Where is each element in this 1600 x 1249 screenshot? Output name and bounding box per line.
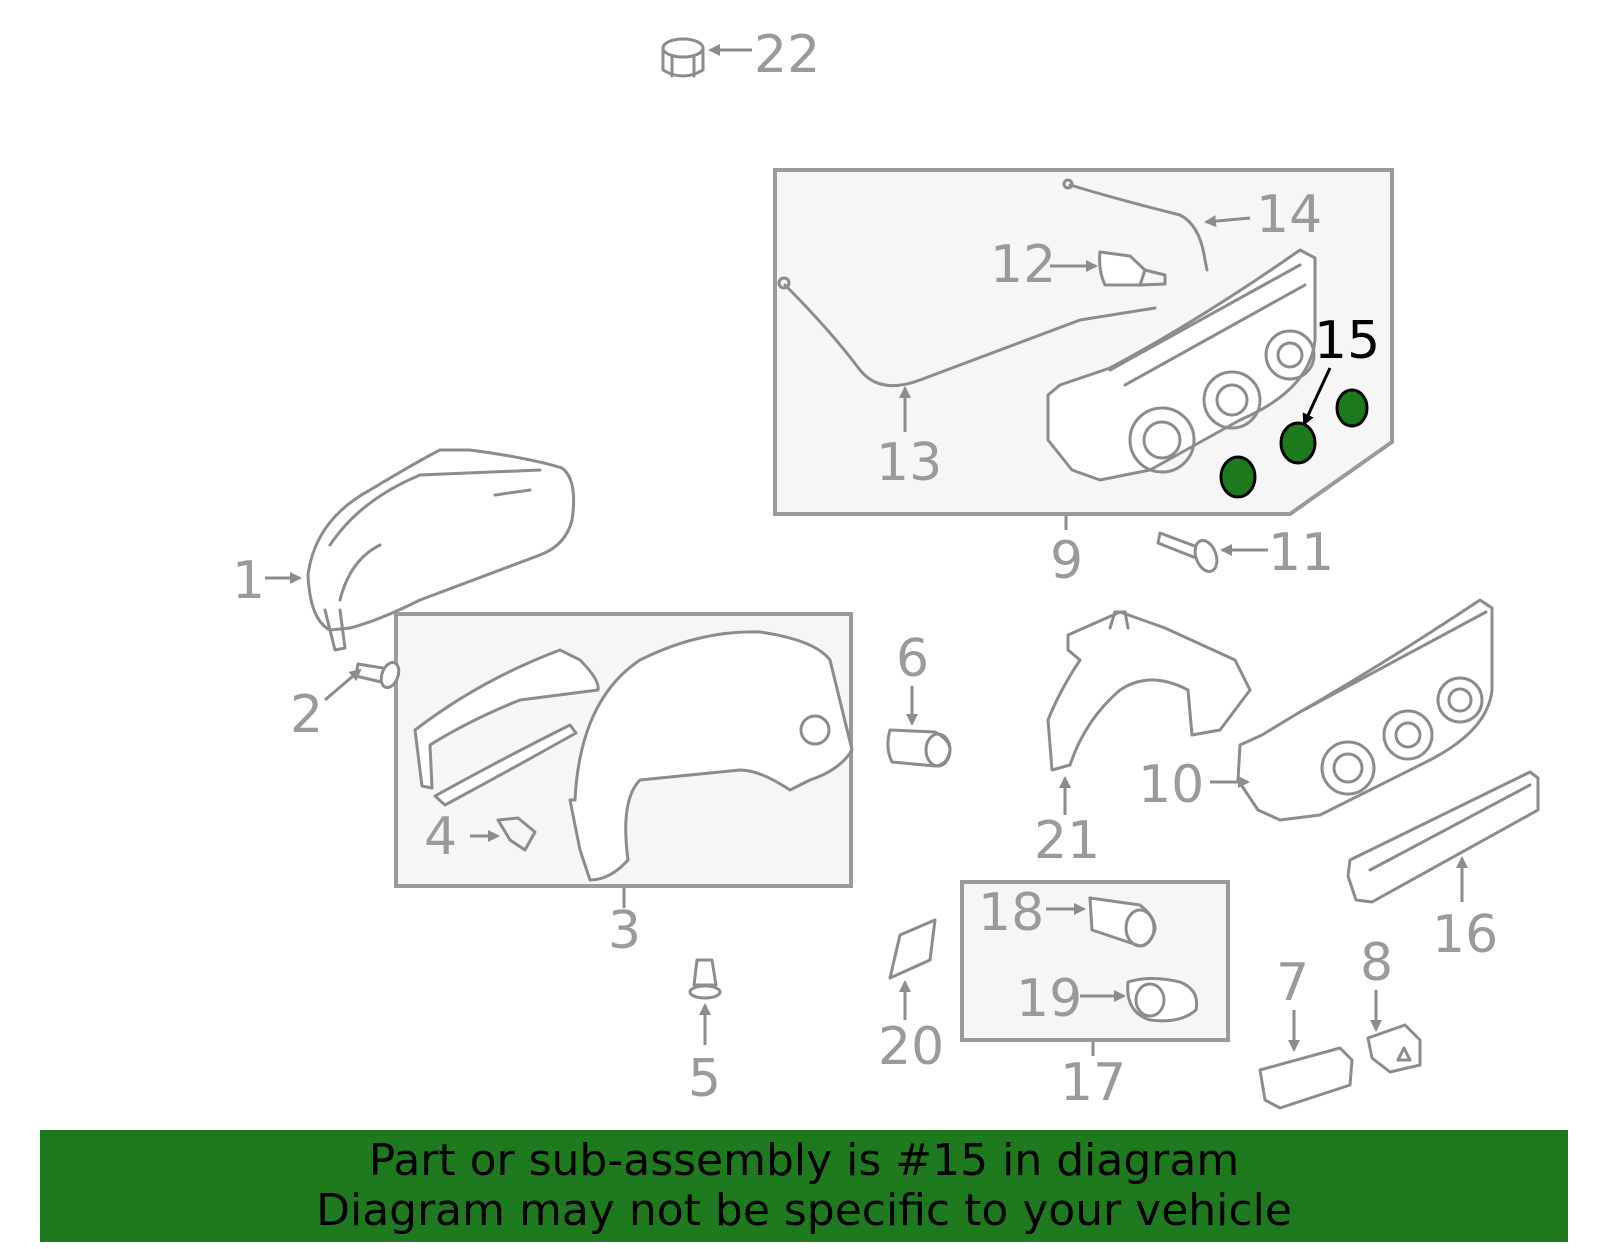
part-5-clip — [688, 958, 722, 1000]
part-10-climate-control — [1236, 598, 1494, 822]
callout-20: 20 — [878, 1017, 944, 1077]
part-19-socket-cover — [1126, 977, 1199, 1023]
part-18-socket — [1088, 896, 1157, 948]
callout-13: 13 — [876, 433, 942, 493]
part-8-hazard-switch — [1366, 1023, 1422, 1074]
callout-11: 11 — [1268, 523, 1334, 583]
callout-22: 22 — [754, 25, 820, 85]
callout-15: 15 — [1314, 311, 1380, 371]
leader-2 — [324, 668, 362, 702]
info-banner: Part or sub-assembly is #15 in diagram D… — [40, 1130, 1568, 1242]
callout-16: 16 — [1432, 905, 1498, 965]
callout-2: 2 — [290, 685, 323, 745]
callout-8: 8 — [1360, 933, 1393, 993]
callout-21: 21 — [1034, 811, 1100, 871]
callout-10: 10 — [1138, 755, 1204, 815]
callout-19: 19 — [1016, 969, 1082, 1029]
callout-18: 18 — [978, 883, 1044, 943]
part-22-clip — [661, 37, 705, 78]
callout-4: 4 — [424, 807, 457, 867]
leader-15 — [1302, 367, 1332, 426]
banner-line-1: Part or sub-assembly is #15 in diagram — [368, 1135, 1240, 1186]
callout-6: 6 — [896, 629, 929, 689]
callout-5: 5 — [688, 1049, 721, 1109]
part-1-instrument-cluster — [306, 448, 576, 652]
part-11-bolt — [1156, 531, 1219, 573]
callout-9: 9 — [1050, 531, 1083, 591]
part-20-cover — [888, 918, 937, 980]
part-14-cable — [1068, 183, 1209, 272]
callout-3: 3 — [608, 901, 641, 961]
leader-14 — [1204, 215, 1251, 228]
part-6-socket — [886, 728, 952, 768]
callout-1: 1 — [232, 551, 265, 611]
part-3-cluster-bezel — [413, 630, 854, 882]
part-9-climate-control — [1046, 248, 1317, 482]
part-13-cable — [783, 283, 1157, 388]
callout-7: 7 — [1276, 953, 1309, 1013]
callout-12: 12 — [990, 235, 1056, 295]
part-15-knobs — [1219, 388, 1369, 499]
part-21-bracket — [1046, 610, 1252, 772]
callout-14: 14 — [1256, 185, 1322, 245]
banner-line-2: Diagram may not be specific to your vehi… — [316, 1185, 1292, 1236]
part-7-switch — [1258, 1046, 1354, 1110]
part-12-sensor — [1098, 250, 1167, 287]
callout-17: 17 — [1060, 1053, 1126, 1113]
part-16-switch-panel — [1346, 770, 1540, 904]
